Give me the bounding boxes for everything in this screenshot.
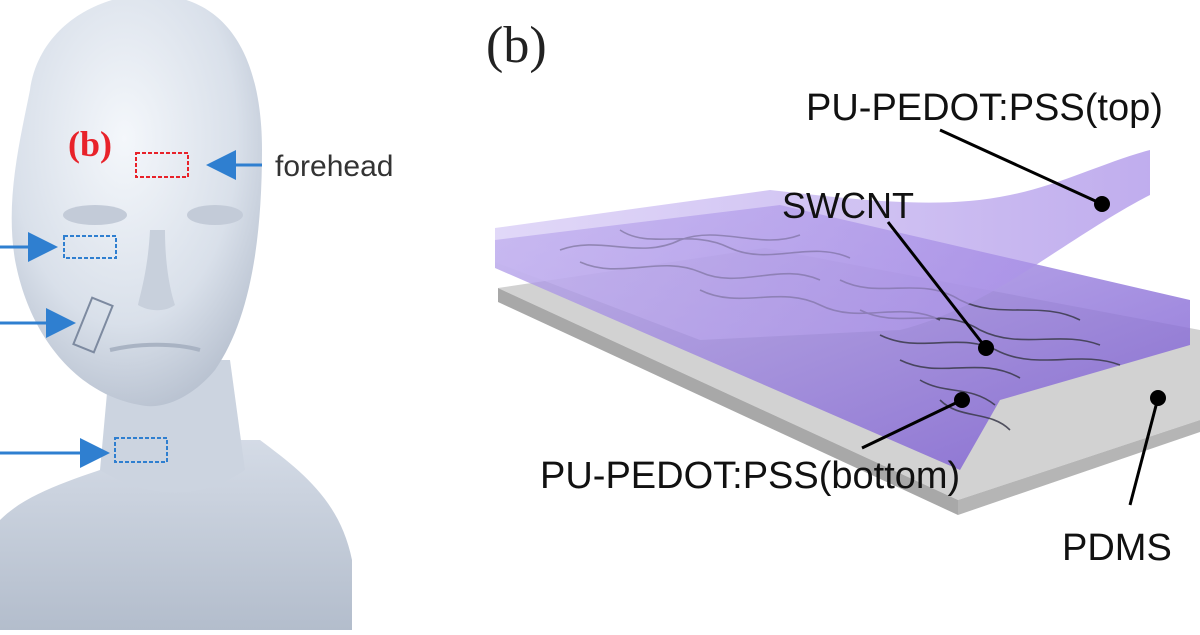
head bbox=[11, 0, 262, 407]
pdms-substrate-side bbox=[498, 288, 958, 515]
neck-sensor-box bbox=[114, 437, 168, 463]
pdms-substrate-edge bbox=[958, 420, 1200, 515]
device-illustration bbox=[495, 150, 1200, 515]
head-illustration bbox=[0, 0, 352, 630]
left-eye-shape bbox=[63, 205, 127, 225]
swcnt-leader bbox=[886, 221, 988, 349]
top-layer-label: PU-PEDOT:PSS(top) bbox=[806, 87, 1163, 129]
swcnt-label: SWCNT bbox=[782, 185, 914, 226]
top-layer-leader bbox=[939, 128, 1103, 206]
bottom-layer-dot bbox=[954, 392, 970, 408]
pdms-label: PDMS bbox=[1062, 527, 1172, 569]
forehead-sensor-box bbox=[135, 152, 189, 178]
pdms-dot bbox=[1150, 390, 1166, 406]
right-eye-shape bbox=[187, 205, 243, 225]
pdms-leader bbox=[1128, 397, 1160, 506]
top-film bbox=[495, 150, 1150, 340]
bottom-layer-leader bbox=[861, 398, 963, 450]
forehead-label: forehead bbox=[275, 150, 393, 183]
top-layer-dot bbox=[1094, 196, 1110, 212]
swcnt-dot bbox=[978, 340, 994, 356]
nose-shape bbox=[138, 230, 175, 311]
jaw-sensor-box bbox=[72, 296, 114, 354]
panel-label: (b) bbox=[486, 17, 547, 74]
forehead-marker-label: (b) bbox=[68, 124, 112, 164]
bottom-layer-label: PU-PEDOT:PSS(bottom) bbox=[540, 455, 960, 497]
shoulders bbox=[0, 440, 352, 630]
mouth-shape bbox=[109, 342, 201, 352]
cheek-sensor-box bbox=[63, 235, 117, 259]
